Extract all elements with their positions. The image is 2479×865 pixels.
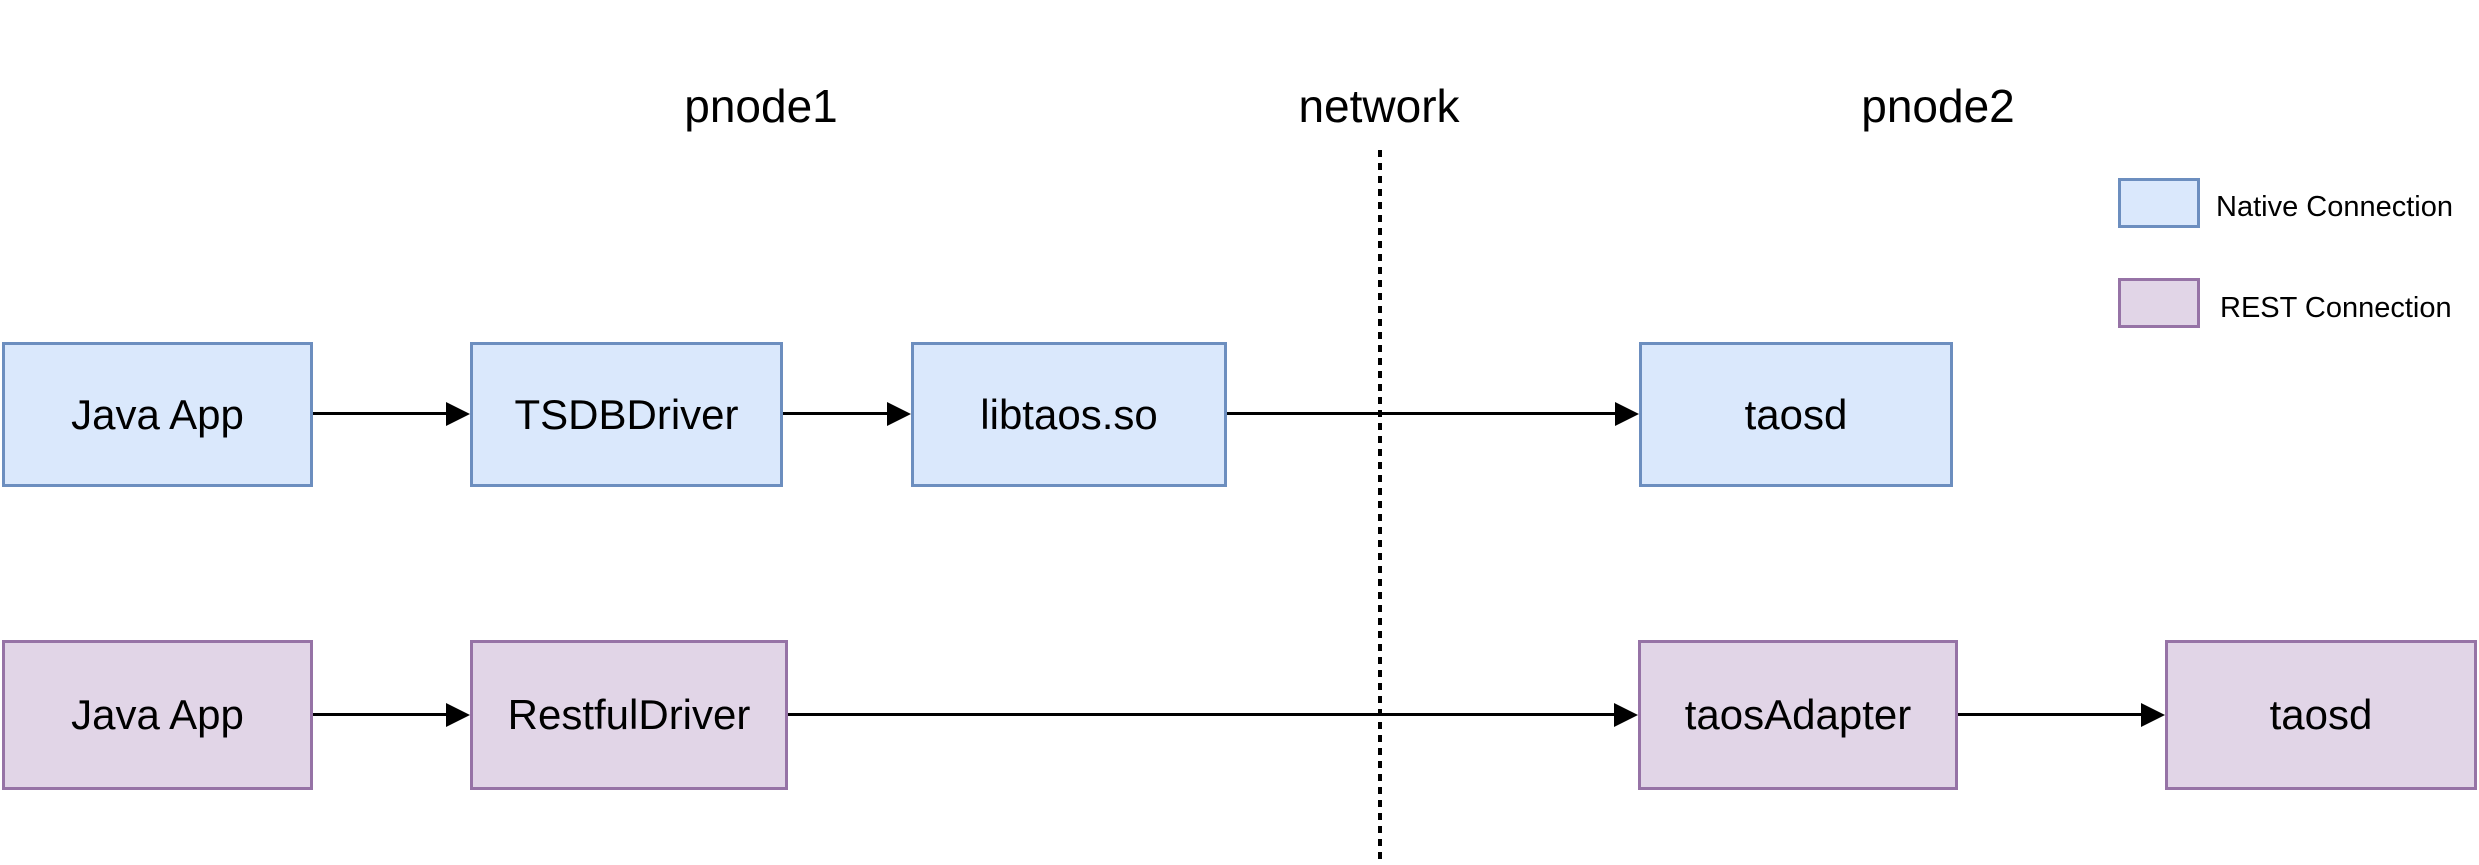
arrow-javaapp-to-tsdbdriver [313,412,446,415]
node-label: libtaos.so [980,390,1158,438]
node-label: Java App [71,691,244,738]
node-java-app-native: Java App [2,342,313,487]
legend-label-native-connection: Native Connection [2216,191,2453,223]
legend-label-rest-connection: REST Connection [2220,292,2452,324]
node-label: TSDBDriver [514,390,739,438]
node-java-app-rest: Java App [2,640,313,790]
arrow-tsdbdriver-to-libtaos [783,412,887,415]
arrow-libtaos-to-taosd [1227,412,1615,415]
node-libtaos-so: libtaos.so [911,342,1227,487]
zone-label-pnode2: pnode2 [1861,80,2015,132]
network-divider-dashed-line [1378,150,1382,865]
arrow-javaapp-to-restfuldriver [313,713,446,716]
node-label: taosd [1744,390,1848,438]
node-tsdbdriver: TSDBDriver [470,342,783,487]
node-label: Java App [71,390,244,438]
node-label: taosd [2269,691,2373,738]
zone-label-network: network [1298,80,1460,132]
legend-swatch-rest-connection [2118,278,2200,328]
arrow-restfuldriver-to-taosadapter [788,713,1614,716]
node-taosd-native: taosd [1639,342,1953,487]
node-taosadapter: taosAdapter [1638,640,1958,790]
node-label: RestfulDriver [507,691,751,738]
zone-label-pnode1: pnode1 [684,80,838,132]
legend-swatch-native-connection [2118,178,2200,228]
node-taosd-rest: taosd [2165,640,2477,790]
node-restfuldriver: RestfulDriver [470,640,788,790]
arrow-taosadapter-to-taosd [1958,713,2141,716]
node-label: taosAdapter [1684,691,1912,738]
